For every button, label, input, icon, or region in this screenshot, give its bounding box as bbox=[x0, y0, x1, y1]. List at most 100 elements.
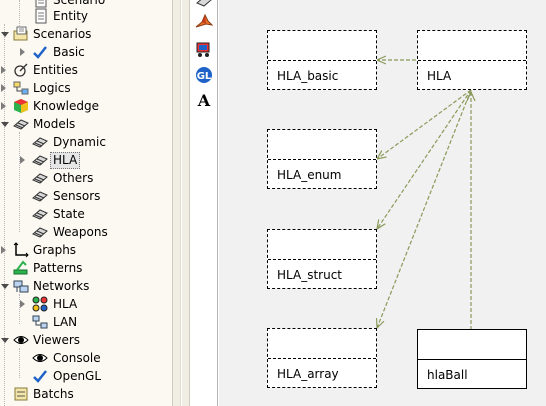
eye-icon bbox=[13, 336, 29, 344]
model-icon bbox=[32, 191, 48, 202]
tree-item-basic[interactable]: Basic bbox=[0, 43, 170, 61]
tree-item-graphs[interactable]: Graphs bbox=[0, 241, 170, 259]
patterns-icon bbox=[13, 260, 28, 275]
tree-item-scenario[interactable]: Scenario bbox=[0, 0, 170, 9]
tree-item-lan[interactable]: LAN bbox=[0, 313, 170, 331]
checkmark-icon bbox=[33, 46, 47, 59]
expander-closed-icon[interactable] bbox=[1, 66, 6, 74]
tree-item-label: Console bbox=[53, 351, 101, 365]
tree-item-state[interactable]: State bbox=[0, 205, 170, 223]
tree-item-label: Entities bbox=[33, 63, 78, 77]
tree-item-label: HLA bbox=[53, 297, 78, 311]
expander-closed-icon[interactable] bbox=[1, 246, 6, 254]
svg-text:GL: GL bbox=[197, 71, 212, 82]
tree-item-label: Batchs bbox=[33, 387, 74, 401]
tree-item-label: Scenarios bbox=[33, 27, 92, 41]
tree-item-weapons[interactable]: Weapons bbox=[0, 223, 170, 241]
expander-open-icon[interactable] bbox=[1, 284, 9, 289]
expander-open-icon[interactable] bbox=[1, 338, 9, 343]
model-tool-icon[interactable] bbox=[195, 0, 213, 9]
tree-item-dynamic[interactable]: Dynamic bbox=[0, 133, 170, 151]
tree-item-knowledge[interactable]: Knowledge bbox=[0, 97, 170, 115]
matlab-tool-icon[interactable] bbox=[195, 13, 213, 31]
batch-icon bbox=[14, 387, 28, 401]
tree-item-label: Sensors bbox=[53, 189, 101, 203]
model-icon bbox=[32, 209, 48, 220]
tree-item-sensors[interactable]: Sensors bbox=[0, 187, 170, 205]
network-icon bbox=[13, 280, 29, 293]
tree-guide-line bbox=[4, 24, 5, 406]
tree-item-models[interactable]: Models bbox=[0, 115, 170, 133]
hla-federation-icon bbox=[32, 296, 48, 312]
class-box-hla-basic[interactable]: HLA_basic bbox=[267, 30, 377, 90]
document-icon bbox=[35, 0, 47, 8]
glue-tool-icon[interactable]: GL bbox=[195, 66, 213, 84]
expander-closed-icon[interactable] bbox=[1, 84, 6, 92]
class-name: HLA_basic bbox=[277, 69, 339, 83]
splitter-grip bbox=[180, 0, 182, 406]
class-name: HLA_enum bbox=[277, 168, 342, 182]
class-box-hlaball[interactable]: hlaBall bbox=[417, 329, 527, 389]
tree-item-opengl[interactable]: OpenGL bbox=[0, 367, 170, 385]
tree-item-entities[interactable]: Entities bbox=[0, 61, 170, 79]
document-icon bbox=[35, 8, 47, 24]
tree-item-label: State bbox=[53, 207, 85, 221]
text-tool-icon[interactable]: A bbox=[197, 91, 211, 110]
class-box-header bbox=[418, 31, 526, 61]
expander-closed-icon[interactable] bbox=[20, 300, 25, 308]
diagram-edges bbox=[219, 0, 546, 330]
tree-item-batchs[interactable]: Batchs bbox=[0, 385, 170, 403]
tree-item-patterns[interactable]: Patterns bbox=[0, 259, 170, 277]
class-box-hla-enum[interactable]: HLA_enum bbox=[267, 129, 377, 189]
expander-closed-icon[interactable] bbox=[1, 102, 6, 110]
tree-item-models-hla[interactable]: HLA bbox=[0, 151, 170, 169]
edge-hla-to-hla-struct[interactable] bbox=[377, 89, 472, 229]
panel-splitter[interactable] bbox=[172, 0, 190, 406]
tree-item-label: Scenario bbox=[53, 0, 106, 7]
tree-item-networks-hla[interactable]: HLA bbox=[0, 295, 170, 313]
tree-item-label: OpenGL bbox=[53, 369, 102, 383]
class-box-header bbox=[268, 230, 376, 260]
tree-item-console[interactable]: Console bbox=[0, 349, 170, 367]
tree-guide-line bbox=[19, 0, 20, 30]
expander-open-icon[interactable] bbox=[1, 32, 9, 37]
project-tree[interactable]: Scenario Entity Scenarios B bbox=[0, 0, 172, 406]
class-box-hla[interactable]: HLA bbox=[417, 30, 527, 90]
class-name: hlaBall bbox=[427, 368, 468, 382]
tree-item-label: LAN bbox=[53, 315, 78, 329]
tree-item-logics[interactable]: Logics bbox=[0, 79, 170, 97]
expander-closed-icon[interactable] bbox=[20, 48, 25, 56]
tree-item-entity[interactable]: Entity bbox=[0, 7, 170, 25]
entities-icon bbox=[14, 63, 28, 77]
tree-item-label: Models bbox=[33, 117, 76, 131]
scenarios-folder-icon bbox=[13, 26, 28, 41]
class-box-header bbox=[268, 31, 376, 61]
knowledge-cube-icon bbox=[14, 99, 28, 113]
tree-item-label: Entity bbox=[53, 9, 89, 23]
expander-open-icon[interactable] bbox=[1, 122, 9, 127]
eye-icon bbox=[32, 354, 48, 362]
simulink-tool-icon[interactable] bbox=[195, 40, 213, 58]
tree-item-scenarios[interactable]: Scenarios bbox=[0, 25, 170, 43]
edge-hla-to-hla-enum[interactable] bbox=[377, 89, 472, 159]
class-box-hla-struct[interactable]: HLA_struct bbox=[267, 229, 377, 289]
edge-hla-to-hla-array[interactable] bbox=[377, 89, 472, 328]
model-icon bbox=[32, 227, 48, 238]
tree-item-networks[interactable]: Networks bbox=[0, 277, 170, 295]
tree-item-others[interactable]: Others bbox=[0, 169, 170, 187]
class-box-hla-array[interactable]: HLA_array bbox=[267, 328, 377, 388]
tree-item-label: Logics bbox=[33, 81, 71, 95]
tree-item-label: Knowledge bbox=[33, 99, 99, 113]
tree-item-label: HLA bbox=[50, 152, 81, 169]
class-name: HLA_array bbox=[277, 367, 339, 381]
tree-item-viewers[interactable]: Viewers bbox=[0, 331, 170, 349]
tree-item-label: Basic bbox=[53, 45, 85, 59]
tool-palette: GL A bbox=[190, 0, 218, 406]
expander-closed-icon[interactable] bbox=[20, 156, 25, 164]
model-icon bbox=[13, 119, 29, 130]
diagram-canvas[interactable]: HLA_basic HLA HLA_enum HLA_struct HLA_ar… bbox=[219, 0, 546, 406]
checkmark-icon bbox=[33, 370, 47, 383]
tree-item-label: Weapons bbox=[53, 225, 108, 239]
tree-guide-line bbox=[19, 294, 20, 324]
lan-icon bbox=[32, 315, 48, 329]
